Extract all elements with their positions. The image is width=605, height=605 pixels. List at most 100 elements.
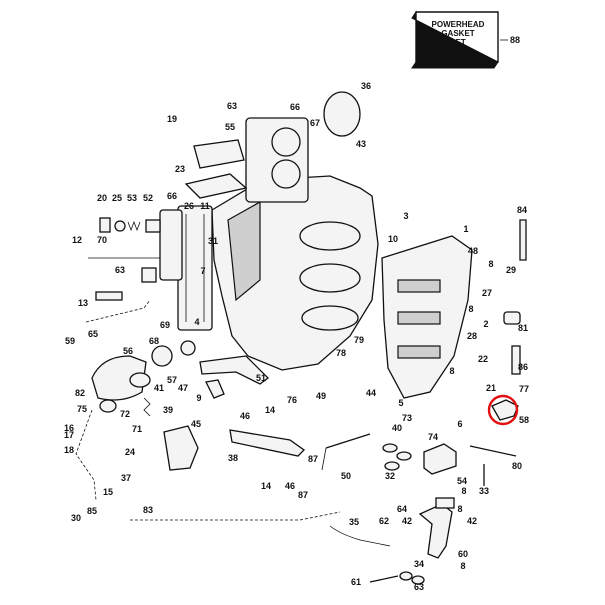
callout-52: 52 [143, 193, 153, 203]
plug-68 [151, 345, 173, 367]
gasket-line-3: SET [450, 38, 466, 47]
callout-60: 60 [458, 549, 468, 559]
callout-40: 40 [392, 423, 402, 433]
callout-31: 31 [208, 236, 218, 246]
callout-50: 50 [341, 471, 351, 481]
callout-46: 46 [285, 481, 295, 491]
callout-70: 70 [97, 235, 107, 245]
callout-62: 62 [379, 516, 389, 526]
seal-41 [129, 372, 151, 388]
callout-11: 11 [200, 201, 210, 211]
callout-56: 56 [123, 346, 133, 356]
callout-41: 41 [154, 383, 164, 393]
callout-10: 10 [388, 234, 398, 244]
grommet-75 [99, 399, 117, 413]
cap-81 [503, 311, 521, 325]
cover-plate [193, 139, 245, 169]
callout-64: 64 [397, 504, 407, 514]
callout-13: 13 [78, 298, 88, 308]
shaft-rod [321, 447, 327, 471]
link-rod-35 [329, 525, 391, 547]
callout-78: 78 [336, 348, 346, 358]
gasket-set-label: POWERHEAD GASKET SET [418, 20, 498, 47]
callout-44: 44 [366, 388, 376, 398]
callout-49: 49 [316, 391, 326, 401]
screw-61 [369, 575, 399, 583]
callout-7: 7 [200, 266, 205, 276]
gasket-box-shape [411, 10, 499, 69]
callout-36: 36 [361, 81, 371, 91]
callout-9: 9 [196, 393, 201, 403]
callout-19: 19 [167, 114, 177, 124]
callout-85: 85 [87, 506, 97, 516]
callout-35: 35 [349, 517, 359, 527]
callout-34: 34 [414, 559, 424, 569]
callout-27: 27 [482, 288, 492, 298]
highlight-circle [487, 394, 519, 426]
callout-75: 75 [77, 404, 87, 414]
lever [199, 355, 269, 385]
bracket-45 [163, 425, 199, 471]
gasket-line-2: GASKET [441, 29, 475, 38]
callout-73: 73 [402, 413, 412, 423]
callout-2: 2 [483, 319, 488, 329]
washer-34a [399, 571, 413, 581]
callout-68: 68 [149, 336, 159, 346]
callout-6: 6 [457, 419, 462, 429]
callout-17: 17 [64, 430, 74, 440]
callout-51: 51 [256, 373, 266, 383]
callout-46: 46 [240, 411, 250, 421]
callout-65: 65 [88, 329, 98, 339]
callout-39: 39 [163, 405, 173, 415]
callout-12: 12 [72, 235, 82, 245]
shaft-50 [325, 433, 371, 449]
callout-16: 16 [64, 423, 74, 433]
dash-outline-bottom [130, 511, 341, 521]
callout-30: 30 [71, 513, 81, 523]
callout-18: 18 [64, 445, 74, 455]
callout-15: 15 [103, 487, 113, 497]
callout-54: 54 [457, 476, 467, 486]
callout-53: 53 [127, 193, 137, 203]
callout-29: 29 [506, 265, 516, 275]
callout-71: 71 [132, 424, 142, 434]
cylinder-block [177, 117, 379, 371]
callout-76: 76 [287, 395, 297, 405]
spring-71 [143, 397, 151, 417]
callout-8: 8 [449, 366, 454, 376]
callout-86: 86 [518, 362, 528, 372]
crankcase-cover [381, 235, 473, 399]
bypass-cover [159, 209, 183, 281]
callout-4: 4 [194, 317, 199, 327]
thermostat-assembly [99, 217, 161, 233]
callout-87: 87 [298, 490, 308, 500]
dash-outline-lower-left [75, 409, 97, 501]
callout-45: 45 [191, 419, 201, 429]
callout-38: 38 [228, 453, 238, 463]
lever-60 [418, 503, 453, 559]
callout-72: 72 [120, 409, 130, 419]
callout-74: 74 [428, 432, 438, 442]
callout-43: 43 [356, 139, 366, 149]
callout-28: 28 [467, 331, 477, 341]
callout-81: 81 [518, 323, 528, 333]
callout-63: 63 [414, 582, 424, 592]
callout-67: 67 [310, 118, 320, 128]
callout-26: 26 [184, 201, 194, 211]
washer-32c [384, 461, 400, 471]
callout-61: 61 [351, 577, 361, 587]
callout-69: 69 [160, 320, 170, 330]
callout-22: 22 [478, 354, 488, 364]
callout-63: 63 [227, 101, 237, 111]
callout-33: 33 [479, 486, 489, 496]
callout-84: 84 [517, 205, 527, 215]
lever-38 [229, 429, 306, 457]
callout-32: 32 [385, 471, 395, 481]
callout-3: 3 [403, 211, 408, 221]
callout-87: 87 [308, 454, 318, 464]
callout-82: 82 [75, 388, 85, 398]
callout-1: 1 [463, 224, 468, 234]
callout-79: 79 [354, 335, 364, 345]
plug-69 [180, 340, 196, 356]
